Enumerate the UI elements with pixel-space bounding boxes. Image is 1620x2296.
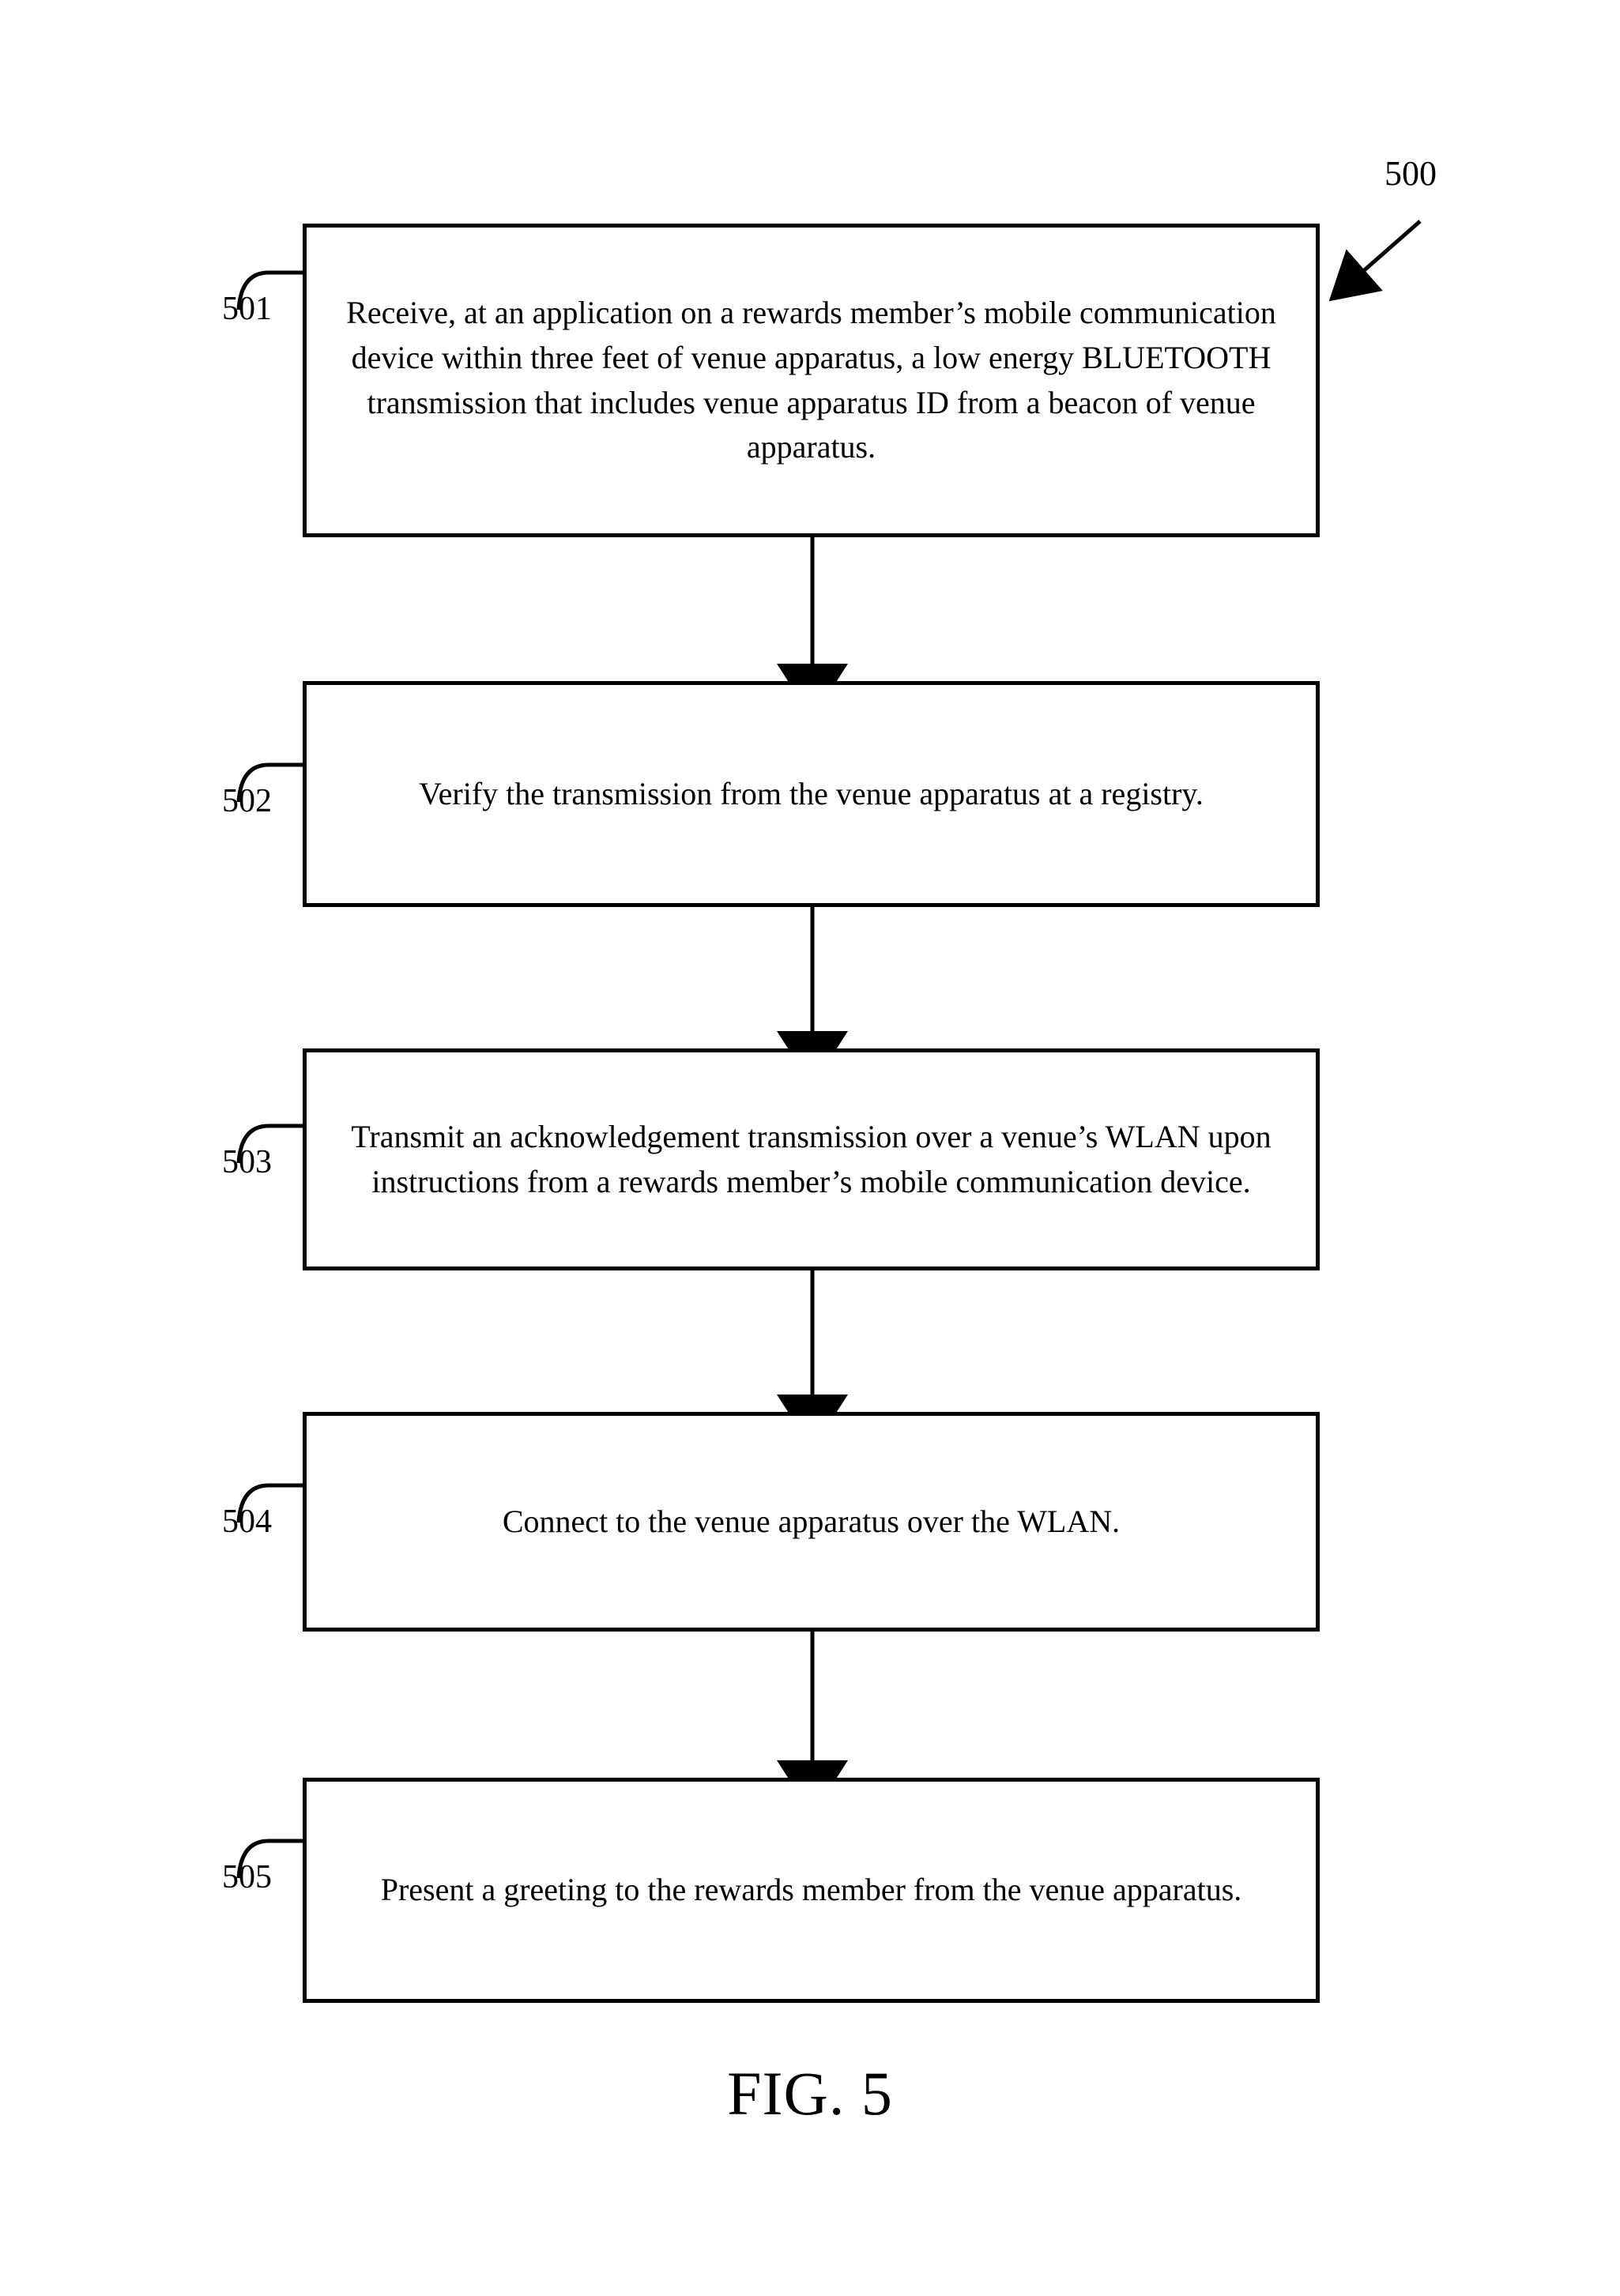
flowchart-box-504-text: Connect to the venue apparatus over the …: [502, 1503, 1121, 1539]
flowchart-box-505-text: Present a greeting to the rewards member…: [380, 1872, 1242, 1908]
figure-caption: FIG. 5: [727, 2059, 893, 2128]
reference-number-501: 501: [222, 291, 272, 327]
figure-reference-number: 500: [1385, 154, 1437, 193]
flowchart-box-503[interactable]: Transmit an acknowledgement transmission…: [303, 1048, 1320, 1270]
reference-number-504: 504: [222, 1504, 272, 1540]
flowchart-box-503-text: Transmit an acknowledgement transmission…: [351, 1118, 1272, 1199]
flowchart-box-501[interactable]: Receive, at an application on a rewards …: [303, 224, 1320, 537]
flowchart-box-502[interactable]: Verify the transmission from the venue a…: [303, 681, 1320, 907]
flowchart-box-504[interactable]: Connect to the venue apparatus over the …: [303, 1412, 1320, 1632]
figure-ref-pointer: [1328, 220, 1422, 302]
reference-number-505: 505: [222, 1859, 272, 1895]
flowchart-box-502-text: Verify the transmission from the venue a…: [419, 775, 1204, 811]
flowchart-box-501-text: Receive, at an application on a rewards …: [346, 294, 1276, 465]
reference-number-503: 503: [222, 1144, 272, 1180]
reference-number-502: 502: [222, 783, 272, 819]
flowchart-box-505[interactable]: Present a greeting to the rewards member…: [303, 1778, 1320, 2003]
